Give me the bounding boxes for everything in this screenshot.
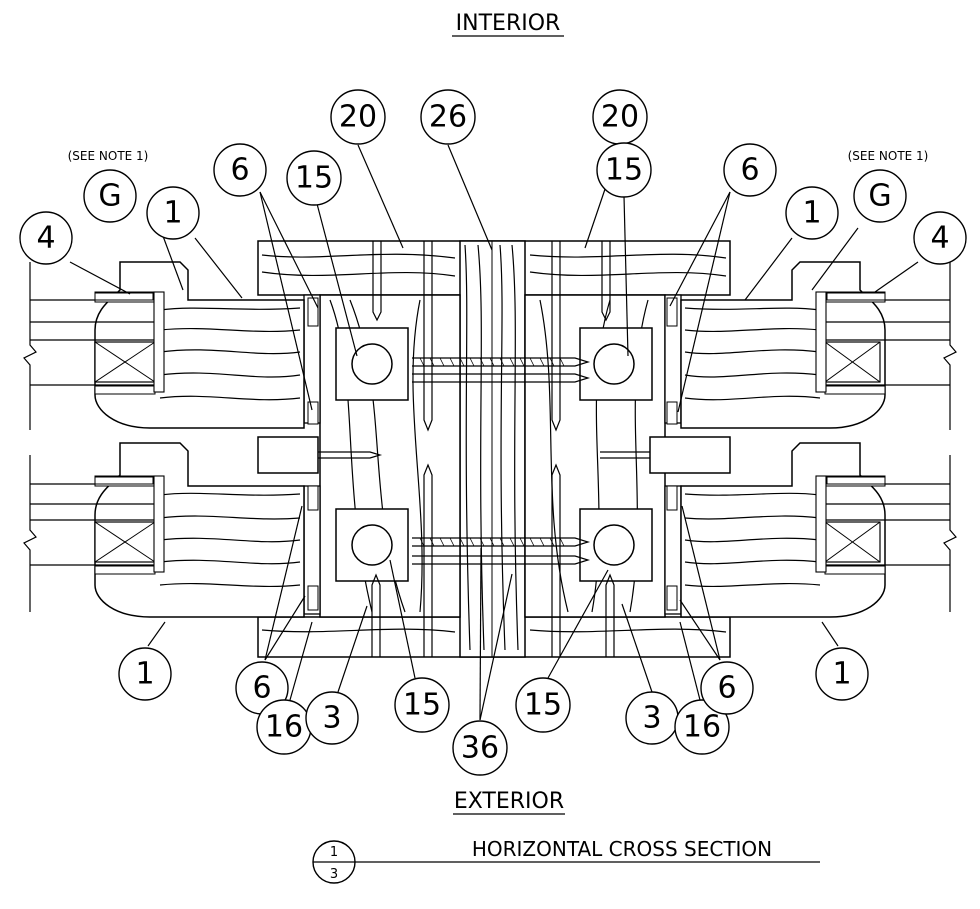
section-marker: 1 3 — [312, 840, 820, 884]
callout-6-top-left: 6 — [213, 143, 267, 197]
callout-15-bottom-right: 15 — [515, 677, 571, 733]
svg-text:4: 4 — [930, 221, 949, 256]
svg-text:G: G — [868, 179, 891, 214]
callout-G-left: G — [83, 169, 137, 223]
callout-6-bottom-right: 6 — [700, 661, 754, 715]
callout-1-bottom-right: 1 — [815, 647, 869, 701]
interior-label: INTERIOR — [456, 11, 561, 36]
section-number-bottom: 3 — [330, 867, 338, 882]
callout-4-right: 4 — [913, 211, 967, 265]
callout-16-right: 16 — [674, 699, 730, 755]
break-lines — [23, 262, 957, 612]
central-mullion — [257, 240, 731, 658]
leader-lines — [69, 144, 919, 721]
svg-text:16: 16 — [683, 710, 721, 745]
callout-6-top-right: 6 — [723, 143, 777, 197]
callout-36: 36 — [452, 720, 508, 776]
svg-text:1: 1 — [802, 196, 821, 231]
svg-text:36: 36 — [461, 731, 499, 766]
callout-15-top-right: 15 — [596, 142, 652, 198]
svg-text:3: 3 — [322, 701, 341, 736]
svg-text:15: 15 — [295, 161, 333, 196]
sash-bottom-right — [680, 442, 950, 618]
callout-15-top-left: 15 — [286, 150, 342, 206]
svg-text:3: 3 — [642, 701, 661, 736]
svg-text:6: 6 — [740, 153, 759, 188]
svg-text:20: 20 — [339, 100, 377, 135]
callout-16-left: 16 — [256, 699, 312, 755]
sash-top-right — [680, 261, 950, 429]
svg-text:G: G — [98, 179, 121, 214]
callout-20-right: 20 — [592, 89, 648, 145]
exterior-label: EXTERIOR — [454, 789, 564, 814]
callout-G-right: G — [853, 169, 907, 223]
svg-text:15: 15 — [524, 688, 562, 723]
callout-20-left: 20 — [330, 89, 386, 145]
see-note-right: (SEE NOTE 1) — [848, 149, 929, 163]
callout-26: 26 — [420, 89, 476, 145]
svg-text:6: 6 — [717, 671, 736, 706]
weatherstrip — [94, 292, 886, 611]
callout-4-left: 4 — [19, 211, 73, 265]
svg-text:4: 4 — [36, 221, 55, 256]
callout-1-bottom-left: 1 — [118, 647, 172, 701]
section-number-top: 1 — [330, 845, 338, 860]
svg-text:15: 15 — [605, 153, 643, 188]
svg-text:1: 1 — [163, 196, 182, 231]
svg-text:1: 1 — [135, 657, 154, 692]
section-title: HORIZONTAL CROSS SECTION — [472, 837, 772, 861]
svg-text:15: 15 — [403, 688, 441, 723]
callout-3-left: 3 — [305, 691, 359, 745]
svg-text:16: 16 — [265, 710, 303, 745]
callout-3-right: 3 — [625, 691, 679, 745]
callout-15-bottom-left: 15 — [394, 677, 450, 733]
callout-1-top-right: 1 — [785, 186, 839, 240]
svg-text:1: 1 — [832, 657, 851, 692]
svg-text:26: 26 — [429, 100, 467, 135]
svg-text:20: 20 — [601, 100, 639, 135]
svg-text:6: 6 — [230, 153, 249, 188]
sash-top-left — [30, 261, 305, 429]
see-note-left: (SEE NOTE 1) — [68, 149, 149, 163]
svg-text:6: 6 — [252, 671, 271, 706]
callout-1-top-left: 1 — [146, 186, 200, 240]
